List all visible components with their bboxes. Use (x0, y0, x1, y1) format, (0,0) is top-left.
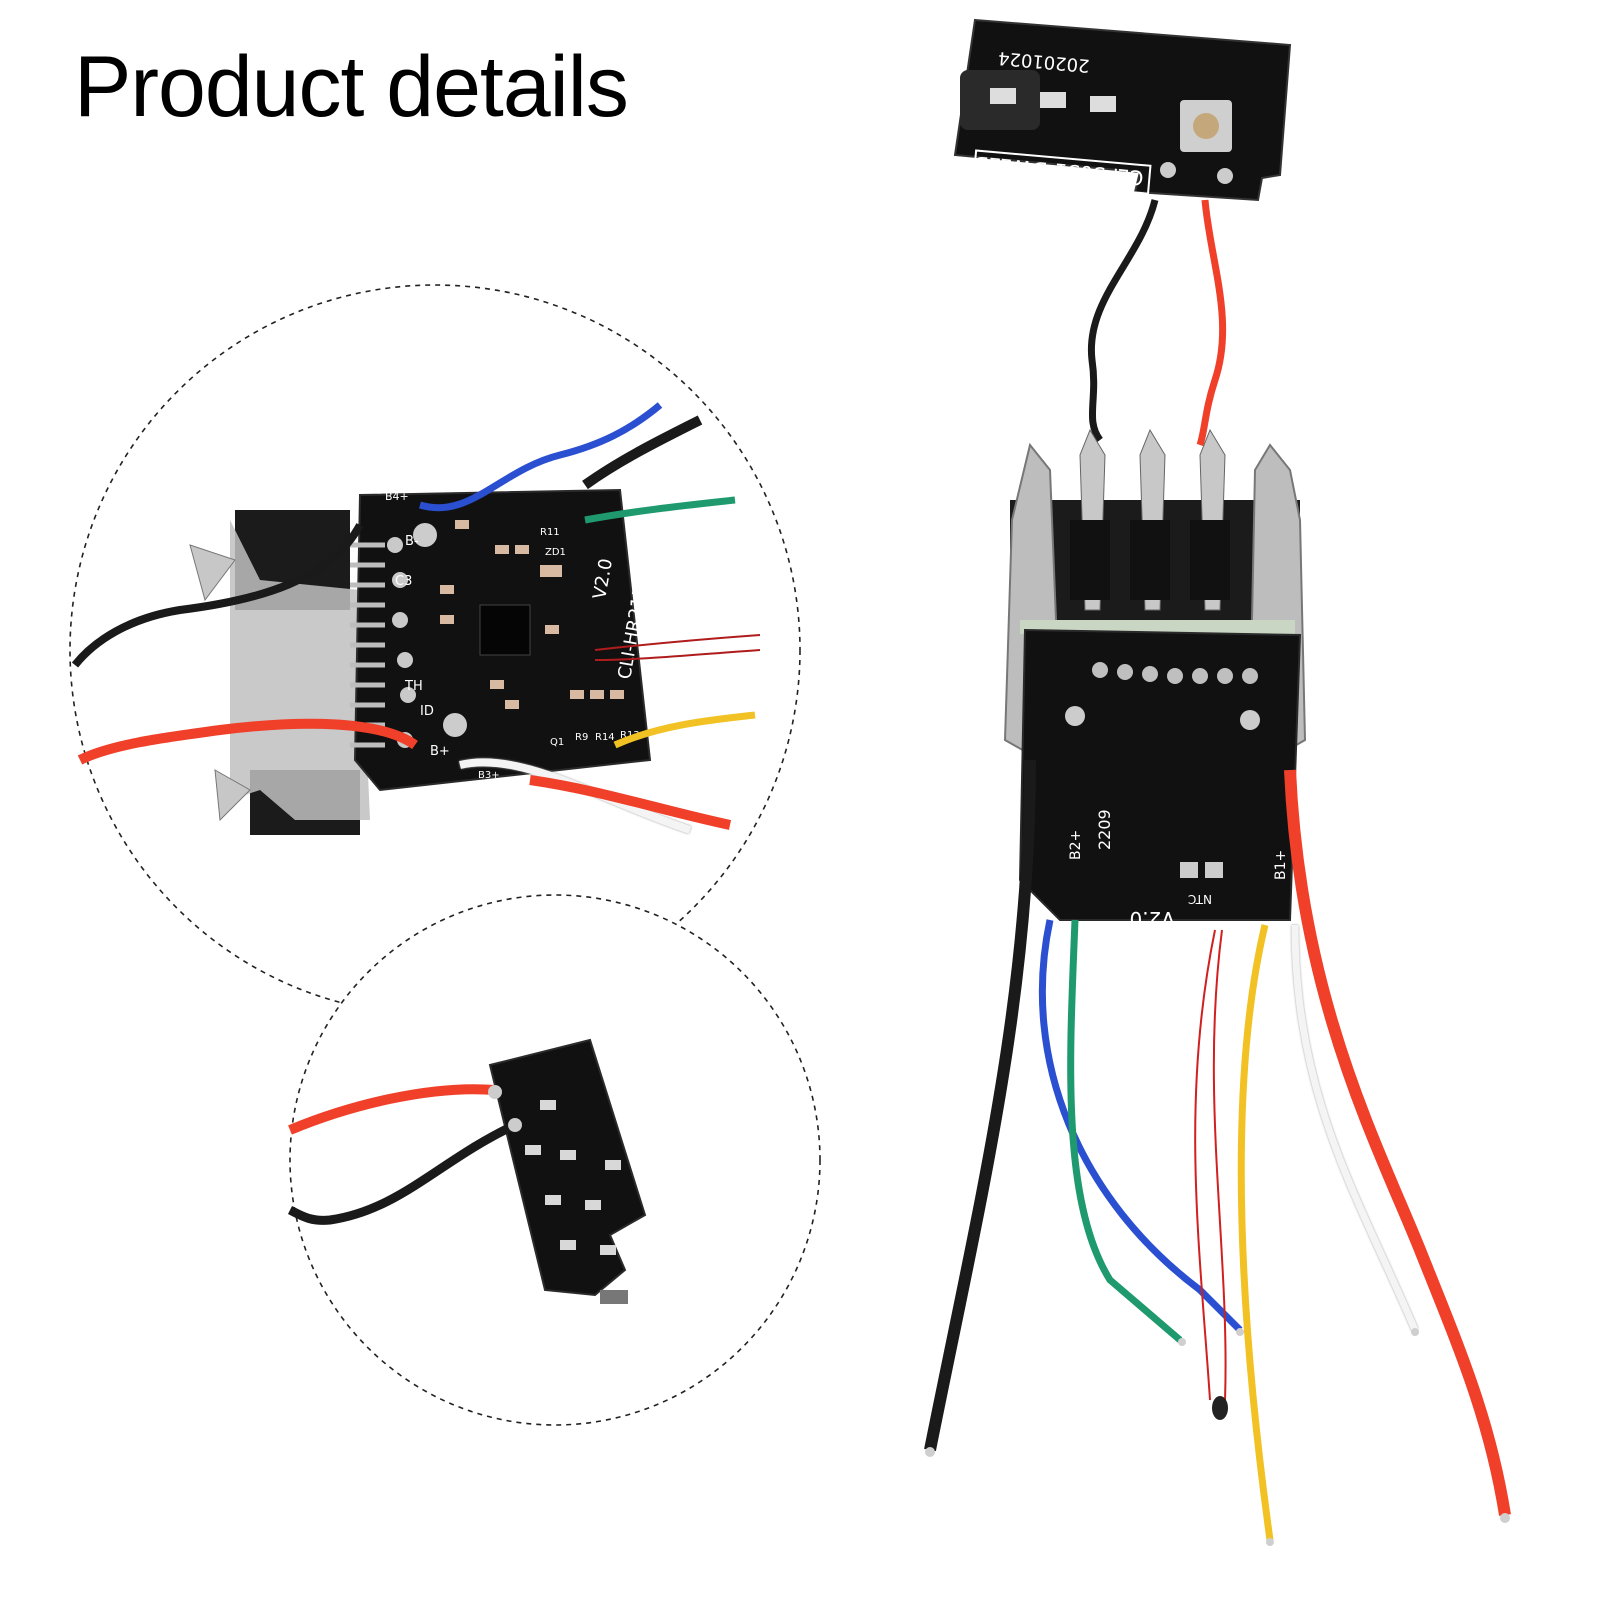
full-product-view: 20201024 CLI-3051-DWLED (924, 18, 1511, 1546)
detail-b4-label: B4+ (385, 490, 409, 503)
green-wire (1067, 919, 1183, 1343)
white-wire (1291, 924, 1419, 1332)
main-board-code: 2209 (1095, 809, 1114, 850)
detail-id-label: ID (420, 704, 434, 719)
detail-c3-label: C3 (395, 574, 412, 589)
ntc-thermistor (1212, 1396, 1228, 1420)
led-board: 20201024 CLI-3051-DWLED (953, 18, 1292, 202)
detail-th-label: TH (404, 679, 423, 694)
detail-r9-label: R9 (575, 732, 588, 743)
detail-black-wire-left (71, 523, 364, 668)
detail-r14-label: R14 (595, 732, 615, 743)
detail-bplus-label: B+ (430, 744, 450, 759)
label-b2: B2+ (1068, 830, 1084, 860)
thin-red-wire-a (1194, 929, 1216, 1401)
label-b1: B1+ (1273, 850, 1289, 880)
led-d1 (990, 88, 1016, 104)
detail-led-red-wire (288, 1084, 496, 1135)
detail-circle-main-board: V2.0 CLI-HR21DWL-5S B4+ B- C3 TH ID B+ B… (69, 284, 801, 1016)
detail-led-black-wire (287, 1120, 517, 1225)
led-d2 (1040, 92, 1066, 108)
main-board-ntc: NTC (1188, 892, 1212, 906)
detail-green-wire (584, 496, 736, 524)
main-board-version: V2.0 (1130, 907, 1176, 931)
led-d3 (1090, 96, 1116, 112)
detail-r11-label: R11 (540, 527, 560, 538)
main-board-model: CLI-HR21DWL-5S (1052, 924, 1240, 949)
led-black-wire (1087, 199, 1159, 443)
detail-circle-led-board (287, 894, 821, 1426)
detail-black-wire-top (582, 415, 703, 490)
black-wire (924, 759, 1036, 1452)
page-title: Product details (74, 39, 629, 135)
detail-red-wire-2 (529, 775, 732, 830)
thin-red-wire-b (1212, 929, 1227, 1401)
detail-bminus-label: B- (405, 534, 419, 549)
led-red-wire (1196, 199, 1227, 447)
detail-main-pcb: V2.0 CLI-HR21DWL-5S B4+ B- C3 TH ID B+ B… (350, 488, 662, 792)
detail-blue-wire (418, 402, 663, 512)
red-wire (1284, 769, 1511, 1516)
detail-red-wire (77, 718, 418, 765)
detail-yellow-wire (613, 711, 756, 749)
detail-b3-label: B3+ (478, 770, 500, 781)
yellow-wire (1237, 924, 1274, 1541)
main-board: 2209 NTC V2.0 CLI-HR21DWL-5S B2+ B1+ (1003, 428, 1307, 949)
detail-zd1-label: ZD1 (545, 547, 566, 558)
detail-q1-label: Q1 (550, 737, 564, 748)
